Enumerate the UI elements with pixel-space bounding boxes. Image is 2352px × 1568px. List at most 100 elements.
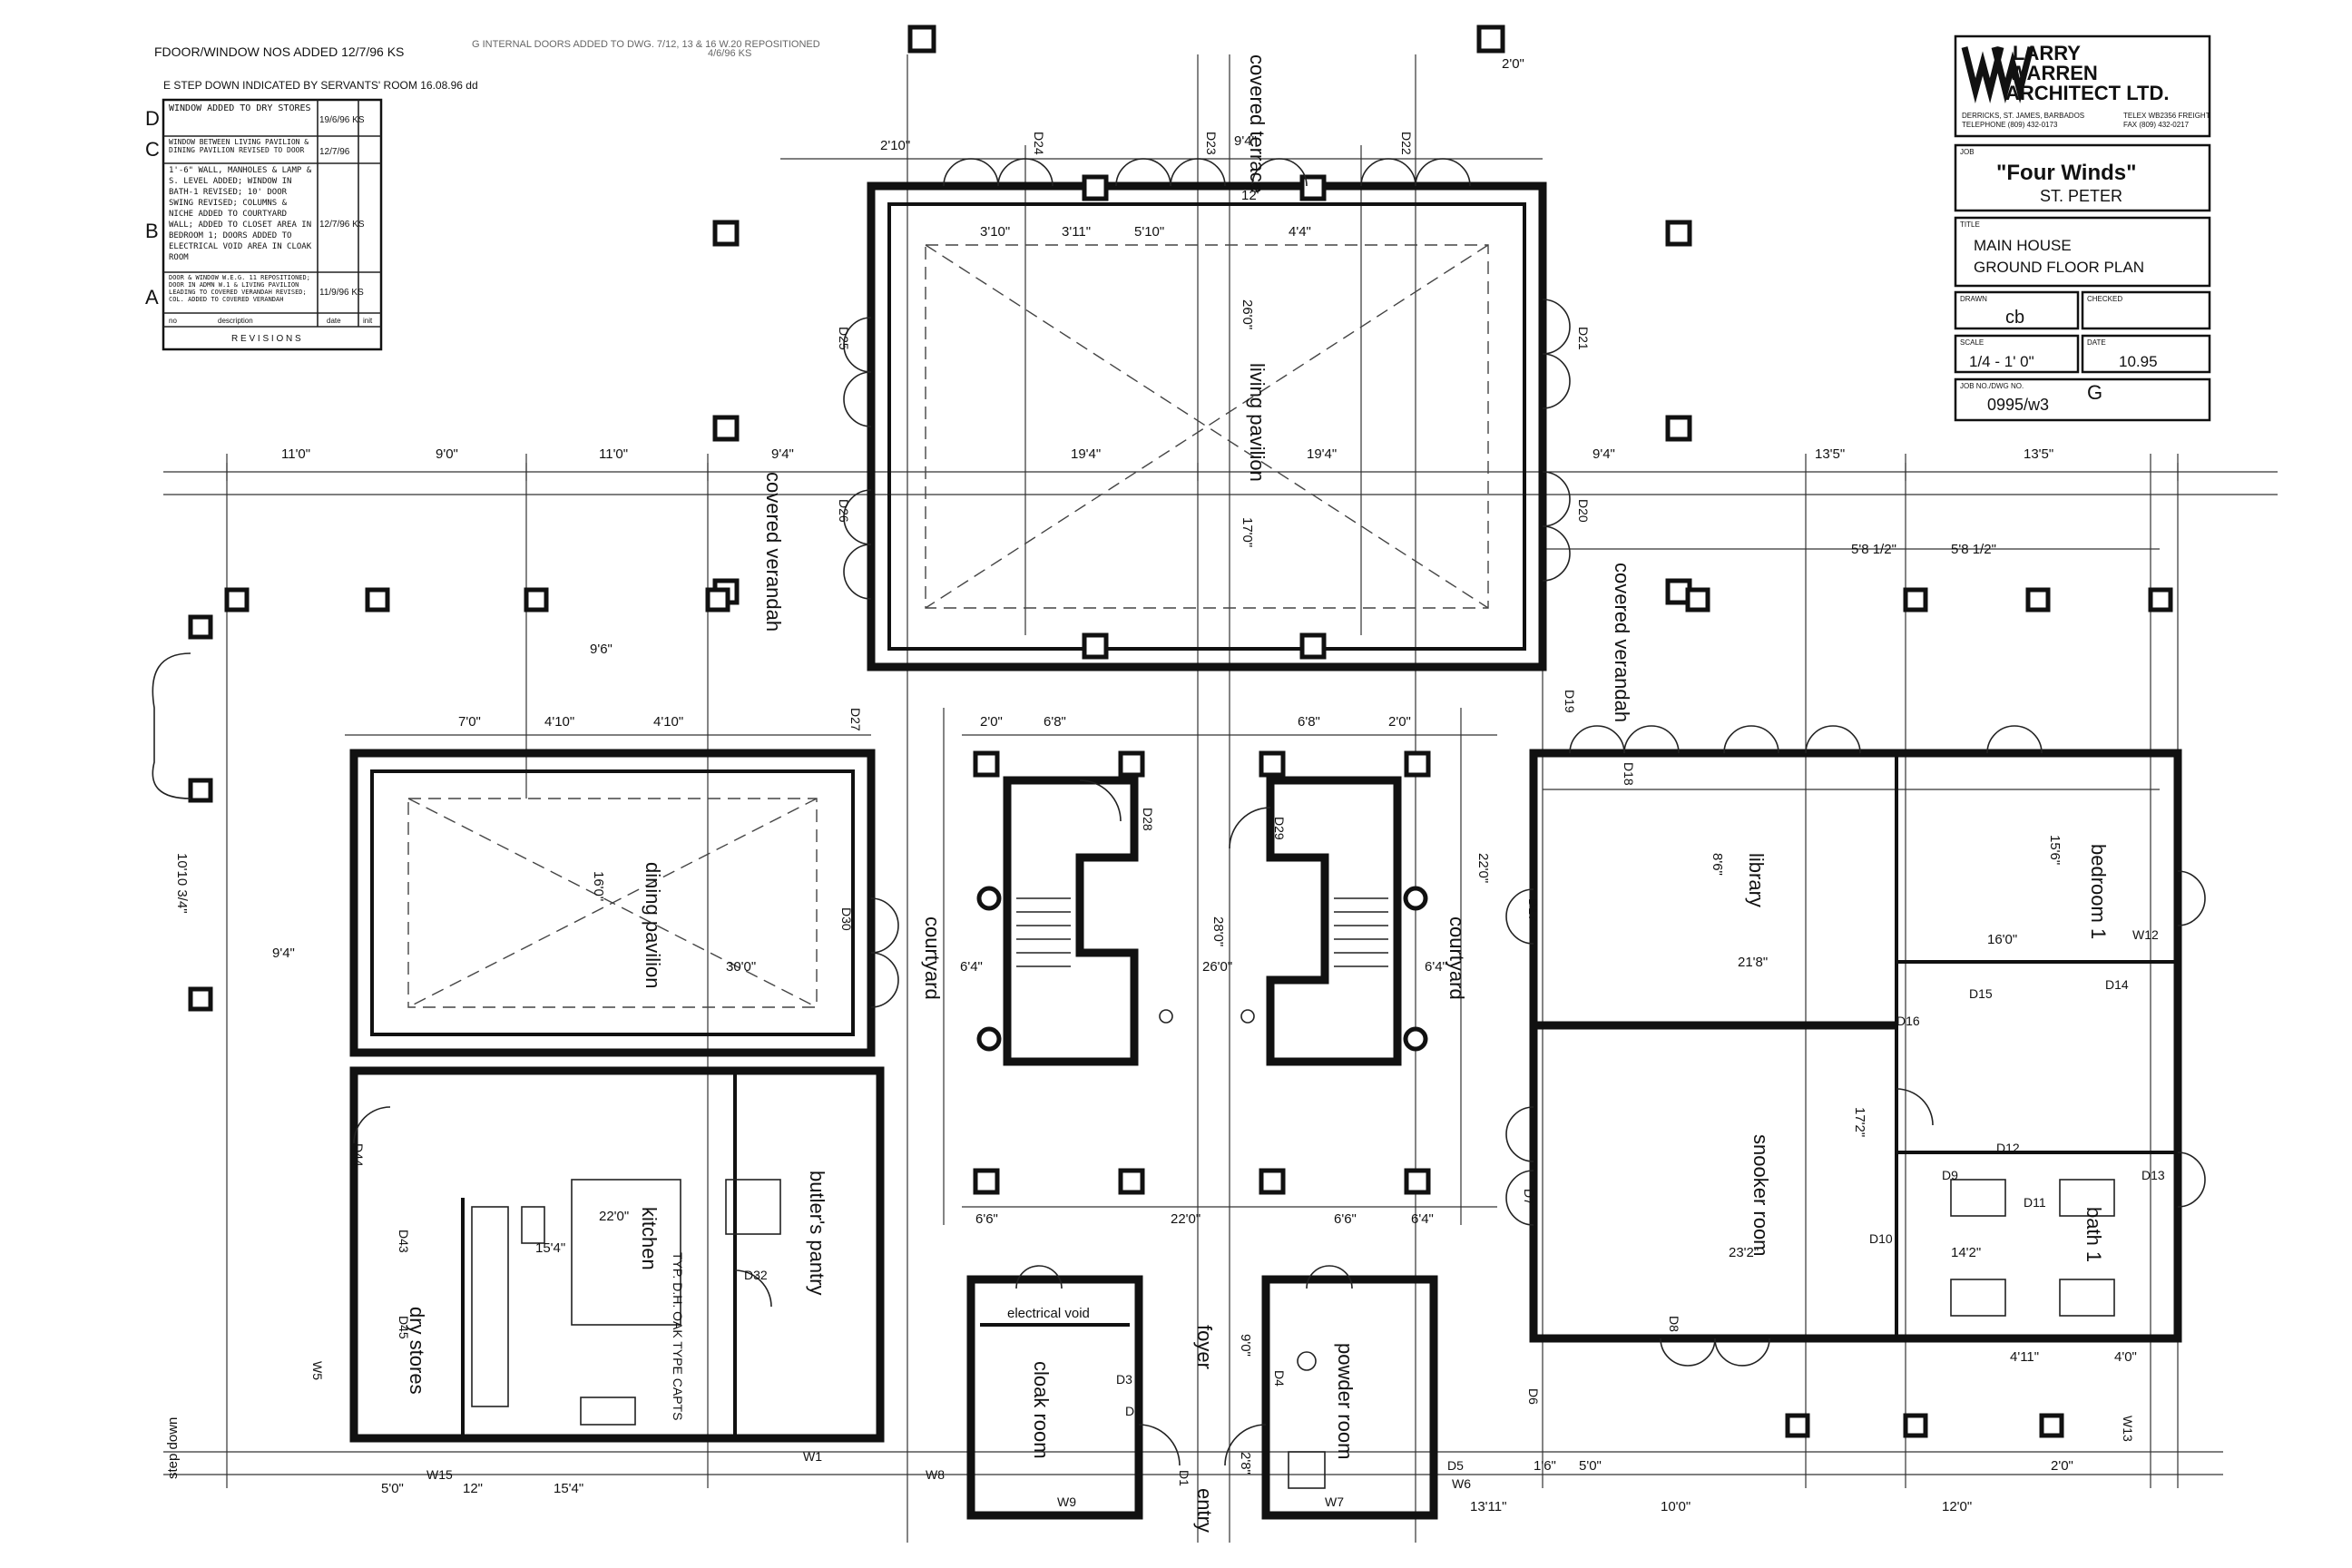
label-kitchen: kitchen — [638, 1207, 661, 1270]
dim-row-94a: 9'4" — [771, 446, 794, 462]
dim-top-210a: 2'10" — [880, 138, 910, 153]
firm-name-line1: LARRY — [2013, 42, 2081, 64]
job-no-value: 0995/w3 — [1987, 396, 2049, 414]
dim-bed-160: 16'0" — [1987, 932, 2017, 947]
dim-r-58b: 5'8 1/2" — [1951, 542, 1996, 557]
label-entry: entry — [1193, 1488, 1216, 1533]
dim-bath-142: 14'2" — [1951, 1245, 1981, 1260]
dim-bot-66b: 6'6" — [1334, 1211, 1357, 1227]
label-courtyard-right: courtyard — [1446, 916, 1468, 1000]
tag-d15: D15 — [1969, 986, 1993, 1001]
tag-d17: D17 — [1526, 898, 1541, 922]
firm-fax: FAX (809) 432-0217 — [2123, 121, 2190, 129]
revision-letter-b: B — [145, 220, 159, 242]
dim-bot-50: 5'0" — [381, 1481, 404, 1496]
tag-d26: D26 — [837, 499, 851, 523]
tag-d12: D12 — [1996, 1141, 2020, 1155]
dim-foyer-28: 2'8" — [1238, 1452, 1253, 1475]
tag-d32: D32 — [744, 1268, 768, 1282]
revision-footer-desc: description — [218, 317, 253, 325]
drawn-value: cb — [2005, 308, 2024, 328]
tag-d6: D6 — [1526, 1388, 1541, 1405]
tag-d25: D25 — [837, 327, 851, 350]
job-location: ST. PETER — [2040, 187, 2122, 205]
label-cloak-room: cloak room — [1030, 1361, 1053, 1459]
job-no-label: JOB NO./DWG NO. — [1960, 382, 2024, 390]
tag-w7: W7 — [1325, 1494, 1344, 1509]
dim-bot-154: 15'4" — [554, 1481, 583, 1496]
dim-s-44: 4'4" — [1289, 224, 1311, 240]
dim-court-280: 28'0" — [1210, 916, 1226, 946]
drawn-label: DRAWN — [1960, 295, 1987, 303]
tag-w8: W8 — [926, 1467, 945, 1482]
dim-row-11b: 11'0" — [599, 446, 628, 462]
tag-d30: D30 — [839, 907, 854, 931]
dim-ver-109: 10'10 3/4" — [174, 853, 190, 914]
title-label: TITLE — [1960, 220, 1980, 229]
tag-d1: D1 — [1177, 1470, 1191, 1486]
tag-w1: W1 — [803, 1449, 822, 1464]
label-dining-pavilion: dining pavilion — [642, 862, 664, 988]
tag-d22: D22 — [1399, 132, 1414, 155]
dim-row-135b: 13'5" — [2024, 446, 2053, 462]
living-pavilion-walls — [712, 24, 1692, 671]
dim-living-12: 12' — [1241, 188, 1259, 203]
dimension-labels: 2'0" 2'10" 9'4" 11'0" 9'0" 11'0" 9'4" 19… — [174, 56, 2137, 1514]
revision-mark: G — [2087, 381, 2102, 404]
dim-ver-96: 9'6" — [590, 642, 612, 657]
revision-letter-a: A — [145, 286, 159, 309]
tag-d10: D10 — [1869, 1231, 1893, 1246]
dim-row-194b: 19'4" — [1307, 446, 1337, 462]
title-line1: MAIN HOUSE — [1974, 237, 2072, 254]
kitchen-wing-walls — [349, 1066, 885, 1443]
dim-stair-20b: 2'0" — [1388, 714, 1411, 730]
revision-footer-label: R E V I S I O N S — [231, 334, 301, 344]
dim-court-64a: 6'4" — [960, 959, 983, 975]
dim-dining-70: 7'0" — [458, 714, 481, 730]
dim-r-120: 12'0" — [1942, 1499, 1972, 1514]
revisions-block: FDOOR/WINDOW NOS ADDED 12/7/96 KS E STEP… — [145, 39, 820, 351]
tag-d24: D24 — [1032, 132, 1046, 155]
dim-bot-64: 6'4" — [1411, 1211, 1434, 1227]
tag-d45: D45 — [397, 1316, 411, 1339]
tag-d2: D2 — [1125, 1404, 1142, 1418]
tag-w12: W12 — [2132, 927, 2159, 942]
dim-dining-410b: 4'10" — [653, 714, 683, 730]
living-pavilion-doors — [843, 158, 1571, 600]
tag-d9: D9 — [1942, 1168, 1958, 1182]
title-block: LARRY WARREN ARCHITECT LTD. DERRICKS, ST… — [1954, 34, 2211, 422]
revision-date-g: 4/6/96 KS — [708, 48, 751, 59]
dim-court-220: 22'0" — [1475, 853, 1491, 883]
job-label: JOB — [1960, 148, 1975, 156]
dim-lib-86: 8'6" — [1710, 853, 1725, 876]
dim-row-11: 11'0" — [281, 446, 310, 462]
dim-r-50: 5'0" — [1579, 1458, 1602, 1474]
label-covered-verandah-right: covered verandah — [1611, 563, 1633, 722]
revision-footer-init: init — [363, 317, 373, 325]
dim-dining-410a: 4'10" — [544, 714, 574, 730]
dim-dining-94: 9'4" — [272, 946, 295, 961]
tag-w6: W6 — [1452, 1476, 1471, 1491]
tag-w9: W9 — [1057, 1494, 1076, 1509]
label-bath-1: bath 1 — [2082, 1207, 2105, 1262]
firm-phone: TELEPHONE (809) 432-0173 — [1962, 121, 2058, 129]
revision-date-b: 12/7/96 KS — [319, 220, 365, 230]
dim-bot-220: 22'0" — [1171, 1211, 1200, 1227]
stair-halls — [973, 750, 1431, 1195]
tag-d7: D7 — [1522, 1189, 1536, 1205]
tag-d20: D20 — [1576, 499, 1591, 523]
tag-d16: D16 — [1896, 1014, 1920, 1028]
dining-pavilion-walls — [349, 749, 899, 1057]
revision-top-note: FDOOR/WINDOW NOS ADDED 12/7/96 KS — [154, 44, 404, 59]
label-step-down: step down — [165, 1417, 181, 1479]
tag-d13: D13 — [2141, 1168, 2165, 1182]
dim-stair-68b: 6'8" — [1298, 714, 1320, 730]
dim-court-260: 26'0" — [1202, 959, 1232, 975]
tag-d27: D27 — [848, 708, 863, 731]
revision-footer-no: no — [169, 317, 177, 325]
dim-row-94b: 9'4" — [1592, 446, 1615, 462]
revision-letter-c: C — [145, 138, 160, 161]
revision-note-d: WINDOW ADDED TO DRY STORES — [169, 103, 311, 113]
revision-note-a: DOOR & WINDOW W.E.G. 11 REPOSITIONED; DO… — [169, 274, 310, 303]
